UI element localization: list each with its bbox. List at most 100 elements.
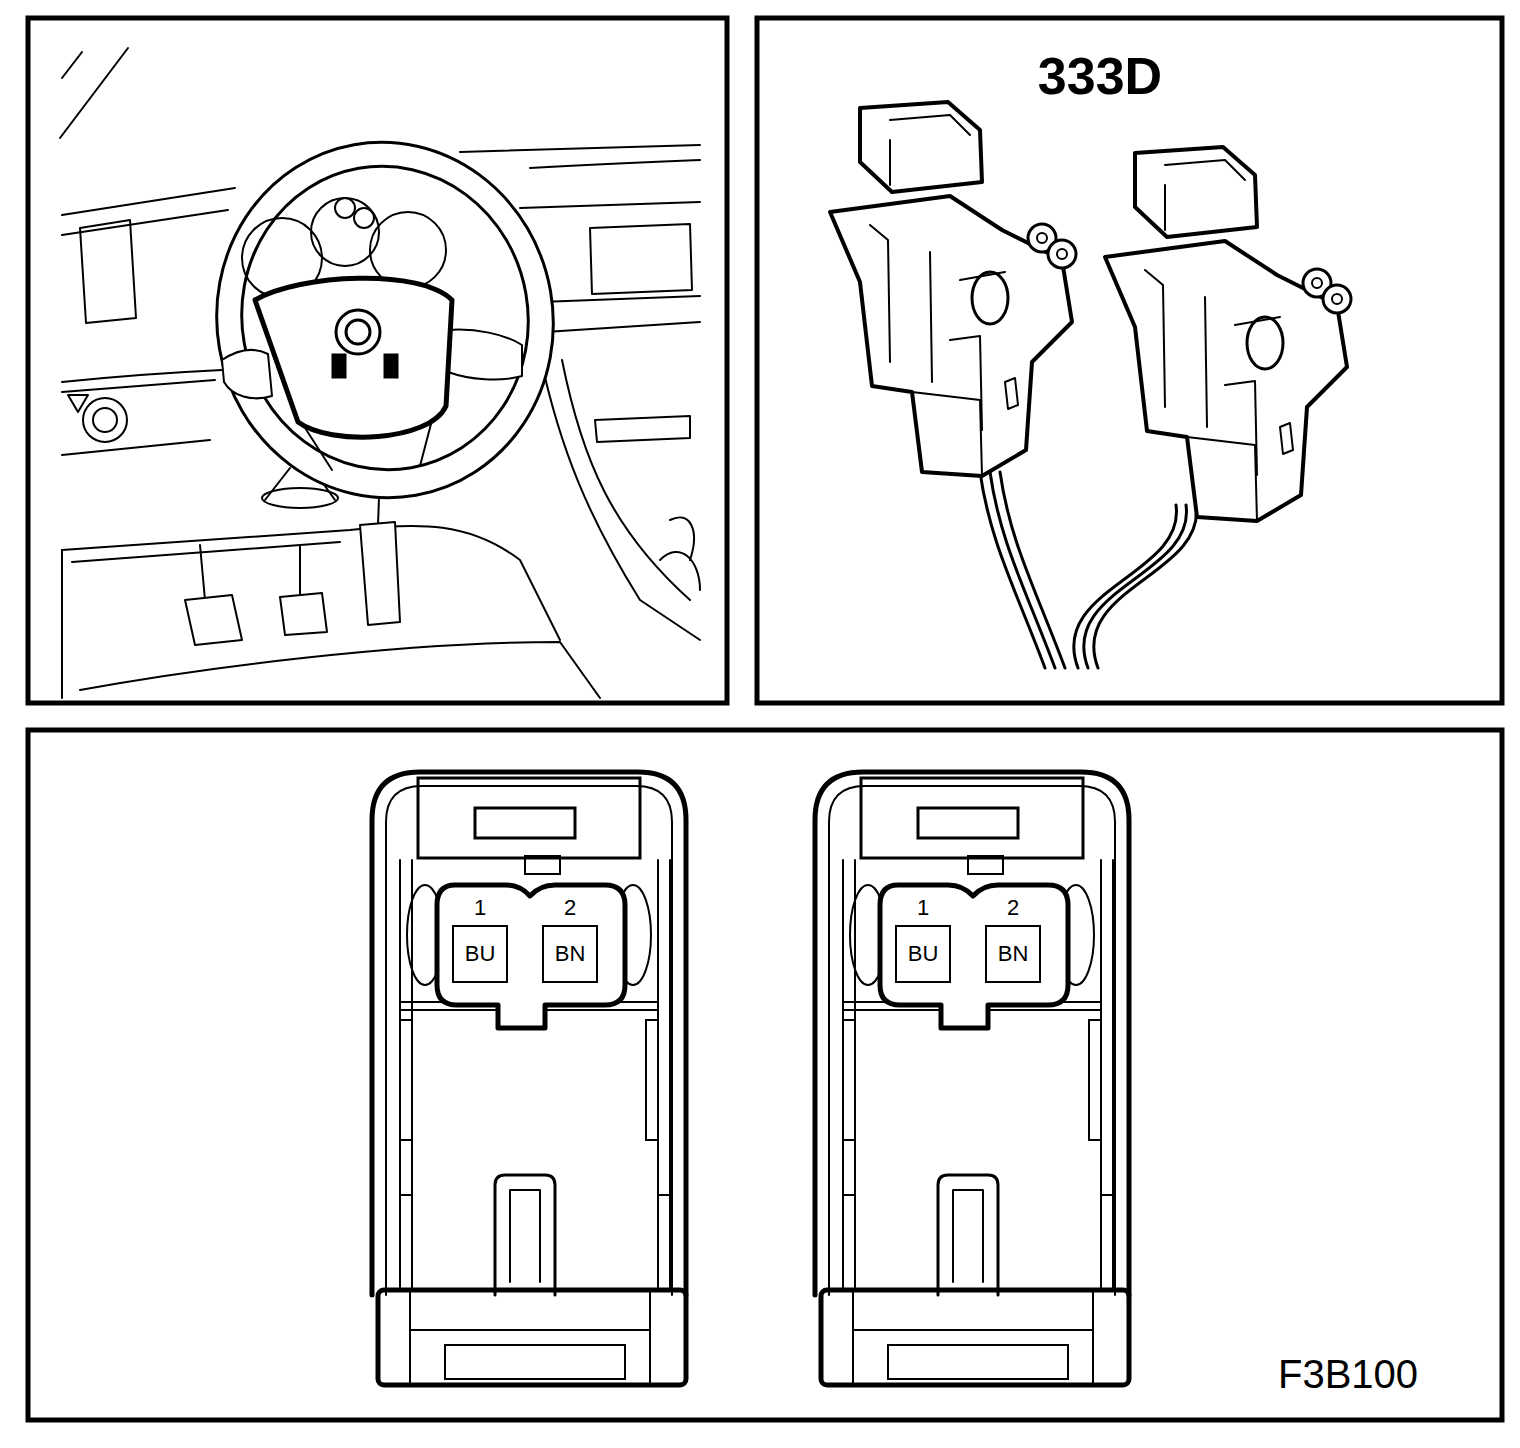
guide-rail [843,860,1113,1290]
housing-outline [829,786,1115,1295]
housing-detail [400,1020,412,1140]
pin-terminal: 1BU [452,896,508,983]
connector-tab [860,102,982,192]
emblem-mark [332,354,346,378]
dashboard-line [545,322,700,332]
connector-plug [830,102,1076,476]
connector-slot [1005,378,1018,409]
connector-plug [1105,147,1351,521]
housing-outline [372,772,686,1295]
pin-terminal: 1BU [895,896,951,983]
housing-outline [815,772,1129,1295]
guide-rail [400,860,670,1290]
emblem [346,320,370,344]
connector-peg [1323,285,1351,313]
pin-number: 2 [564,896,576,920]
panel-frame [28,730,1502,1420]
connector-detail [1165,160,1245,230]
latch-slot [495,1175,555,1295]
wire [990,472,1055,668]
airbag-pad [255,278,452,437]
gauge [335,198,355,218]
connector-detail [890,115,970,185]
air-vent [80,220,136,323]
cockpit-illustration [60,48,700,698]
connector-detail [870,225,982,476]
steering-wheel [189,116,582,525]
latch-slot [938,1175,998,1295]
pin-cavity [437,885,625,1028]
emblem [336,310,380,354]
locking-slot [918,808,1018,838]
connector-peg [1332,294,1342,304]
latch-slot [953,1190,983,1282]
wheel-spoke [448,330,522,380]
housing-detail [646,1020,658,1140]
floor-line [80,642,600,698]
pin-terminal: 2BN [985,896,1041,983]
connector-face [372,772,686,1385]
wire [1094,505,1197,668]
wire-colour: BU [452,925,508,983]
clutch-pedal [185,595,242,645]
pin-terminal: 2BN [542,896,598,983]
housing-detail [400,1194,670,1196]
floor-line [62,526,560,640]
housing-detail [843,1020,855,1140]
panel-frame [757,18,1502,703]
steering-column [262,488,338,508]
housing-detail [1089,1020,1101,1140]
emblem-mark [384,354,398,378]
housing-outline [386,786,672,1295]
pin-number: 1 [474,896,486,920]
connector-id: 333D [1038,46,1162,106]
gauge [311,198,379,266]
wire-colour: BU [895,925,951,983]
panel-frame [28,18,727,703]
connector-slot [1280,423,1293,454]
locking-slot [525,856,560,874]
console-line [562,360,690,600]
dashboard-line [62,188,235,215]
connector-body [1105,241,1347,521]
wire-colour: BN [985,925,1041,983]
light-switch [93,408,117,432]
connector-face [815,772,1129,1385]
housing-detail [410,1290,650,1385]
wheel-spoke [222,350,272,398]
locking-slot [475,808,575,838]
connector-peg [1037,233,1047,243]
wire [980,472,1045,668]
housing-detail [843,1194,1113,1196]
display [590,224,692,294]
steering-wheel [218,143,552,492]
locking-tab [861,778,1083,858]
connector-detail [1145,270,1257,521]
housing-lip [378,1290,686,1385]
latch-slot [510,1190,540,1282]
connector-peg [1048,240,1076,268]
housing-detail [853,1290,1093,1385]
dashboard-line [62,370,222,382]
housing-detail [445,1345,625,1379]
wire-colour: BN [542,925,598,983]
windshield-line [62,52,82,78]
connector-hole [972,272,1008,324]
accelerator-pedal [360,522,400,625]
locking-tab [418,778,640,858]
dashboard-line [460,145,700,152]
connector-detail [1225,317,1280,475]
locking-slot [968,856,1003,874]
pin-number: 2 [1007,896,1019,920]
dashboard-line [530,160,700,168]
brake-pedal [280,593,327,635]
connector-tab [1135,147,1257,237]
dashboard-line [62,210,228,235]
warning-symbol [68,395,88,412]
door-line [61,550,63,698]
dashboard-line [62,380,215,392]
pin-number: 1 [917,896,929,920]
dashboard-line [62,440,210,455]
figure-number: F3B100 [1278,1352,1418,1397]
